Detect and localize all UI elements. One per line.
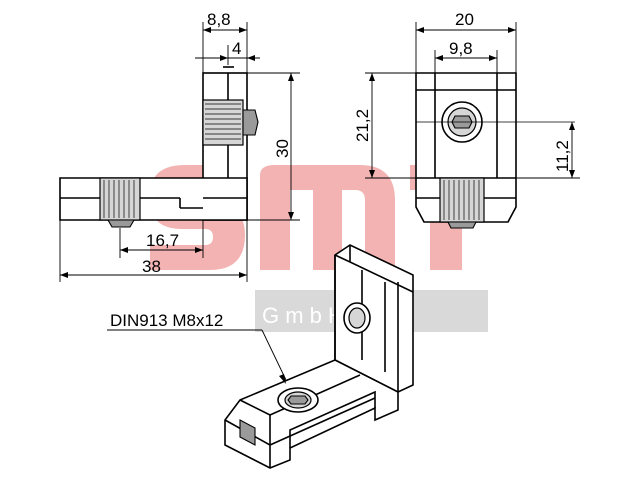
dim-front-hole-height: 11,2 <box>553 140 572 172</box>
watermark-company-text: G m b H <box>262 303 344 328</box>
dim-front-inner: 9,8 <box>449 39 473 58</box>
dim-width-thread: 4 <box>232 39 241 58</box>
dim-height-side: 30 <box>273 139 292 158</box>
dim-front-width: 20 <box>455 10 474 29</box>
callout-screw-spec: DIN913 M8x12 <box>110 311 223 330</box>
side-view: 8,8 4 30 16,7 38 <box>59 10 300 282</box>
dim-front-height: 21,2 <box>353 109 372 142</box>
front-view: 20 9,8 21,2 11,2 <box>353 10 580 229</box>
screw-callout: DIN913 M8x12 <box>107 311 287 384</box>
dim-width-top: 8,8 <box>207 10 231 29</box>
isometric-view <box>224 244 414 469</box>
dim-length-total: 38 <box>142 257 161 276</box>
dim-length-offset: 16,7 <box>146 231 179 250</box>
